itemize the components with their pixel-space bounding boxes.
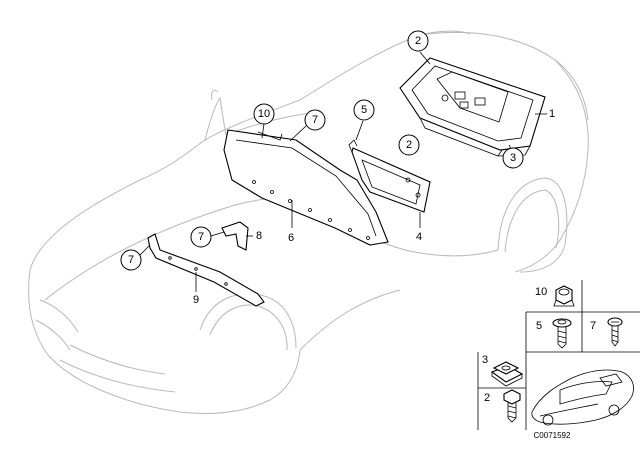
callout-3-label: 3 bbox=[510, 152, 516, 164]
callout-7-strip bbox=[120, 249, 142, 271]
callout-10 bbox=[253, 103, 275, 125]
small-bracket-part-8 bbox=[221, 221, 249, 251]
trim-panel-part-6 bbox=[223, 129, 389, 246]
label-9: 9 bbox=[193, 294, 199, 306]
callout-7-bracket-label: 7 bbox=[198, 231, 204, 243]
legend-label-5: 5 bbox=[536, 320, 542, 332]
screw-icon bbox=[607, 317, 623, 347]
label-8: 8 bbox=[256, 230, 262, 242]
label-1: 1 bbox=[549, 108, 555, 120]
label-6: 6 bbox=[288, 232, 294, 244]
legend-label-7: 7 bbox=[590, 320, 596, 332]
washer-screw-icon bbox=[552, 318, 572, 349]
fastener-legend: 10 5 7 3 2 bbox=[477, 280, 640, 430]
nut-icon bbox=[553, 285, 575, 307]
callout-2-top bbox=[407, 30, 429, 52]
clip-nut-icon bbox=[490, 361, 524, 387]
callout-7-panel-label: 7 bbox=[312, 114, 318, 126]
legend-label-2: 2 bbox=[484, 392, 490, 404]
callout-7-panel bbox=[304, 109, 326, 131]
trim-bracket-part-4 bbox=[348, 139, 431, 213]
callout-2-top-label: 2 bbox=[415, 35, 421, 47]
car-thumbnail-icon bbox=[531, 369, 634, 426]
luggage-compartment-tray bbox=[399, 57, 546, 157]
callout-5 bbox=[353, 99, 375, 121]
label-4: 4 bbox=[416, 231, 422, 243]
legend-label-10: 10 bbox=[535, 286, 547, 298]
callout-7-bracket bbox=[190, 226, 212, 248]
callout-5-label: 5 bbox=[361, 104, 367, 116]
callout-2-mid bbox=[398, 134, 420, 156]
trim-strip-part-9 bbox=[147, 233, 265, 307]
callout-10-label: 10 bbox=[258, 108, 270, 120]
image-code: C0071592 bbox=[534, 431, 571, 440]
legend-label-3: 3 bbox=[482, 354, 488, 366]
bolt-icon bbox=[503, 389, 521, 423]
callout-7-strip-label: 7 bbox=[128, 254, 134, 266]
callout-2-mid-label: 2 bbox=[406, 139, 412, 151]
callout-3 bbox=[502, 147, 524, 169]
